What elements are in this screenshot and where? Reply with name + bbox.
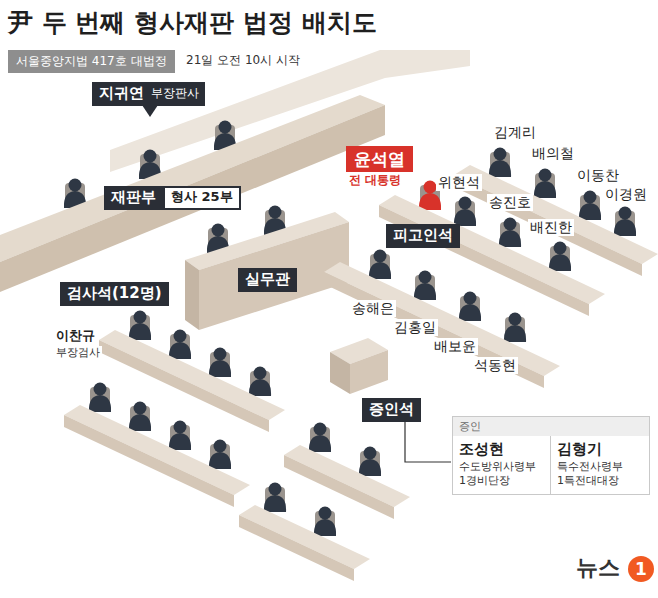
desk-face: [99, 340, 269, 432]
person-figure: [499, 218, 521, 248]
witness-entry: 김형기특수전사령부 1특전대대장: [550, 436, 647, 494]
person-name: 이찬규: [54, 328, 97, 344]
person-figure: [209, 348, 231, 378]
box-title: 실무관: [238, 268, 297, 292]
desk-top: [99, 330, 285, 420]
witness-rank: 수도방위사령부 1경비단장: [459, 460, 544, 489]
person-name: 석동현: [472, 357, 518, 374]
person-figure: [414, 271, 436, 301]
section-label: 실무관: [238, 268, 297, 292]
desk-top: [324, 262, 560, 376]
person-name: 이경원: [603, 186, 649, 203]
person-name: 배진한: [528, 219, 574, 236]
person-name: 이동찬: [575, 167, 621, 184]
judge-callout: 지귀연부장판사: [92, 82, 205, 106]
clerk-desk-side: [185, 260, 199, 330]
person-name: 배보윤: [432, 338, 478, 355]
person-figure: [534, 169, 556, 199]
box-title: 피고인석: [386, 224, 460, 248]
title: 尹 두 번째 형사재판 법정 배치도: [8, 6, 377, 39]
witness-rank: 특수전사령부 1특전대대장: [557, 460, 641, 489]
person-figure: [369, 250, 391, 280]
section-label: 증인석: [362, 398, 421, 422]
venue-tag: 서울중앙지법 417호 대법정: [8, 50, 175, 73]
person-name: 김계리: [492, 124, 538, 141]
box-subtitle: 부장판사: [151, 82, 205, 106]
box-title: 재판부: [104, 186, 163, 210]
witness-stand-side: [330, 352, 350, 394]
defendant-label: 윤석열전 대통령: [346, 146, 413, 190]
witness-name: 김형기: [557, 440, 641, 460]
bench-label: 재판부형사 25부: [104, 186, 241, 210]
desk-top: [239, 505, 370, 569]
person-figure: [359, 447, 381, 477]
person-figure: [309, 423, 331, 453]
person-figure: [549, 242, 571, 272]
person-figure: [89, 383, 111, 413]
section-label: 검사석(12명): [60, 282, 169, 306]
desk-face: [64, 415, 234, 507]
person-figure: [169, 421, 191, 451]
person-figure: [459, 292, 481, 322]
person-figure: [314, 507, 336, 537]
person-figure: [579, 191, 601, 221]
witness-stand-face: [350, 350, 388, 394]
time-note: 21일 오전 10시 시작: [184, 53, 302, 69]
box-title: 지귀연: [92, 82, 151, 106]
person-figure: [129, 402, 151, 432]
person-figure: [454, 197, 476, 227]
section-label: 피고인석: [386, 224, 460, 248]
logo-text: 뉴스: [576, 555, 620, 581]
witness-name: 조성현: [459, 440, 544, 460]
box-subtitle: 형사 25부: [163, 186, 241, 210]
box-title: 윤석열: [346, 146, 413, 172]
desk-face: [284, 455, 394, 519]
desk-face: [239, 515, 354, 581]
person-name: 김홍일: [392, 319, 438, 336]
person-name: 송해은: [350, 300, 396, 317]
person-figure: [209, 440, 231, 470]
leader-line: [405, 421, 451, 462]
person-name: 배의철: [530, 145, 576, 162]
logo-badge: 1: [628, 556, 654, 582]
person-rank: 부장검사: [54, 346, 102, 360]
desk-top: [284, 445, 410, 507]
person-name: 송진호: [487, 194, 533, 211]
person-figure: [264, 483, 286, 513]
box-title: 증인석: [362, 398, 421, 422]
speech-pointer: [142, 105, 158, 117]
person-figure: [504, 313, 526, 343]
box-title: 검사석(12명): [60, 282, 169, 306]
witness-panel: 증인조성현수도방위사령부 1경비단장김형기특수전사령부 1특전대대장: [452, 416, 650, 495]
person-figure: [614, 207, 636, 237]
box-title: 서울중앙지법 417호 대법정: [8, 50, 175, 73]
desk-top: [379, 195, 605, 304]
person-figure: [129, 311, 151, 341]
person-figure: [489, 148, 511, 178]
box-subtitle: 전 대통령: [346, 172, 404, 190]
panel-heading: 증인: [453, 417, 649, 436]
desk-top: [64, 405, 250, 495]
panel-columns: 조성현수도방위사령부 1경비단장김형기특수전사령부 1특전대대장: [453, 436, 649, 494]
witness-entry: 조성현수도방위사령부 1경비단장: [453, 436, 550, 494]
person-figure: [169, 330, 191, 360]
person-name: 위현석: [436, 174, 482, 191]
person-figure: [249, 367, 271, 397]
